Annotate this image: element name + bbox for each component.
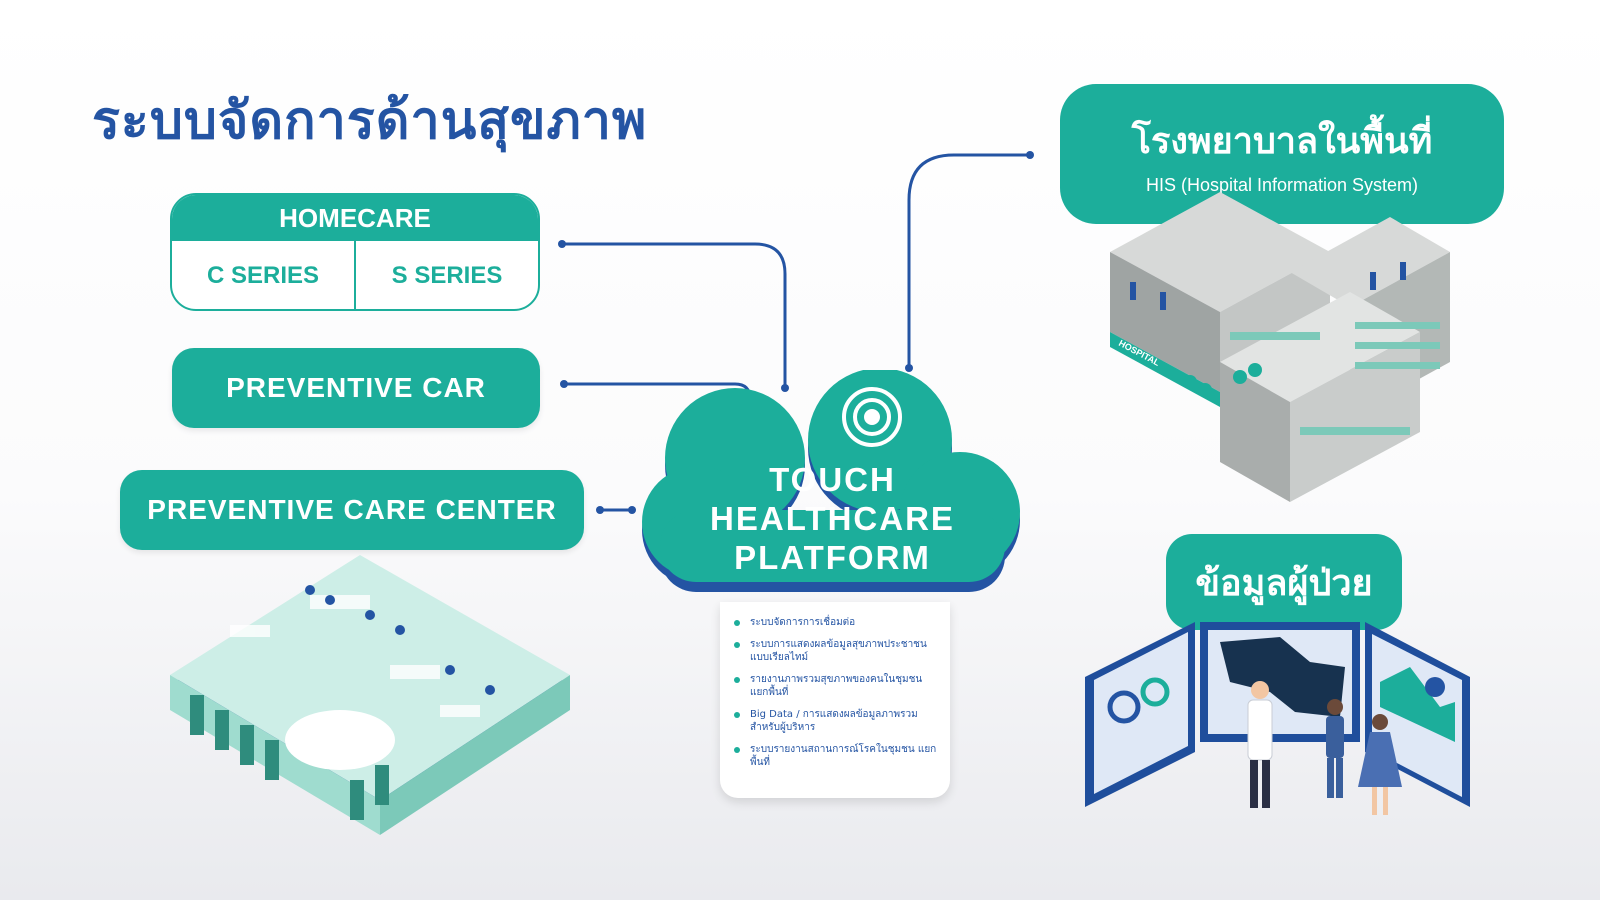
homecare-card: HOMECARE C SERIES S SERIES	[170, 193, 540, 311]
patient-data-illustration	[1085, 622, 1470, 815]
feature-item: รายงานภาพรวมสุขภาพของคนในชุมชน แยกพื้นที…	[734, 673, 940, 699]
feature-item: ระบบการแสดงผลข้อมูลสุขภาพประชาชน แบบเรีย…	[734, 638, 940, 664]
connector-dot	[558, 240, 566, 248]
hospital-title: โรงพยาบาลในพื้นที่	[1131, 121, 1433, 162]
preventive-car-label: PREVENTIVE CAR	[172, 348, 540, 428]
nurse-figure	[1358, 714, 1402, 815]
platform-title-line2: HEALTHCARE	[710, 500, 955, 537]
hospital-connector	[907, 153, 1032, 370]
patient-data-label: ข้อมูลผู้ป่วย	[1166, 534, 1402, 630]
preventive-care-center-label: PREVENTIVE CARE CENTER	[120, 470, 584, 550]
patient-figure	[1326, 699, 1344, 798]
s-series-label: S SERIES	[354, 241, 538, 309]
feature-item: Big Data / การแสดงผลข้อมูลภาพรวม สำหรับผ…	[734, 708, 940, 734]
platform-title: TOUCH HEALTHCARE PLATFORM	[640, 460, 1025, 577]
care-center-illustration	[170, 555, 570, 835]
connector-dot	[1026, 151, 1034, 159]
feature-item: ระบบรายงานสถานการณ์โรคในชุมชน แยกพื้นที่	[734, 743, 940, 769]
homecare-connector	[560, 242, 787, 390]
doctor-figure	[1247, 681, 1273, 808]
connector-dot	[628, 506, 636, 514]
connector-dot	[560, 380, 568, 388]
ring-chart-icon	[1107, 690, 1141, 724]
page-title: ระบบจัดการด้านสุขภาพ	[92, 91, 648, 151]
homecare-series-row: C SERIES S SERIES	[172, 241, 538, 309]
platform-title-line1: TOUCH	[769, 461, 896, 498]
platform-title-line3: PLATFORM	[734, 539, 931, 576]
platform-cloud	[642, 370, 1020, 592]
hospital-illustration: HOSPITAL	[1110, 192, 1450, 502]
feature-list: ระบบจัดการการเชื่อมต่อ ระบบการแสดงผลข้อม…	[734, 616, 940, 769]
c-series-label: C SERIES	[206, 262, 320, 289]
map-icon	[1220, 637, 1345, 717]
connector-dot	[596, 506, 604, 514]
platform-logo-icon	[842, 387, 902, 447]
hospital-subtitle: HIS (Hospital Information System)	[1145, 175, 1419, 195]
feature-item: ระบบจัดการการเชื่อมต่อ	[734, 616, 940, 629]
homecare-header: HOMECARE	[172, 195, 538, 241]
platform-features-card: ระบบจัดการการเชื่อมต่อ ระบบการแสดงผลข้อม…	[720, 602, 950, 798]
hospital-card: โรงพยาบาลในพื้นที่ HIS (Hospital Informa…	[1060, 84, 1504, 224]
